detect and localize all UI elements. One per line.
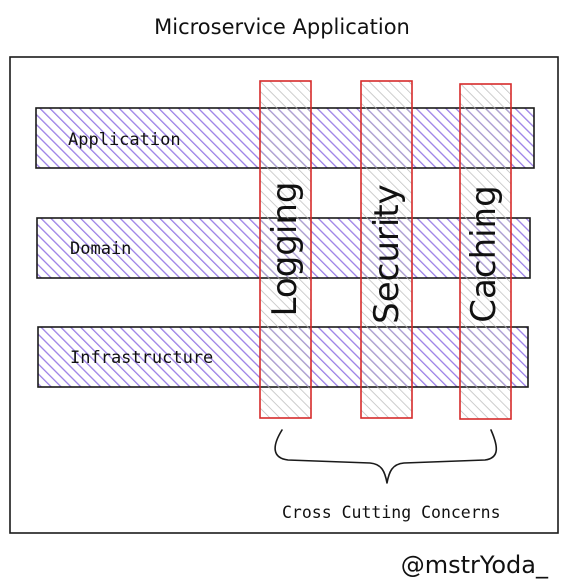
- diagram-title: Microservice Application: [154, 15, 410, 39]
- brace-label: Cross Cutting Concerns: [282, 503, 501, 522]
- concern-column-logging: [259, 80, 312, 419]
- concern-column-caching: [459, 83, 512, 420]
- concern-label-logging: Logging: [265, 182, 305, 317]
- concern-label-caching: Caching: [464, 185, 504, 322]
- concerns-brace: [274, 429, 498, 484]
- author-signature: @mstrYoda_: [401, 551, 549, 579]
- concern-column-security: [360, 80, 413, 419]
- application-frame: [9, 56, 559, 534]
- layer-label-infrastructure: Infrastructure: [70, 348, 213, 368]
- layer-label-domain: Domain: [70, 239, 131, 259]
- layer-label-application: Application: [68, 130, 181, 150]
- concern-label-security: Security: [367, 184, 407, 324]
- concern-columns: [259, 80, 512, 420]
